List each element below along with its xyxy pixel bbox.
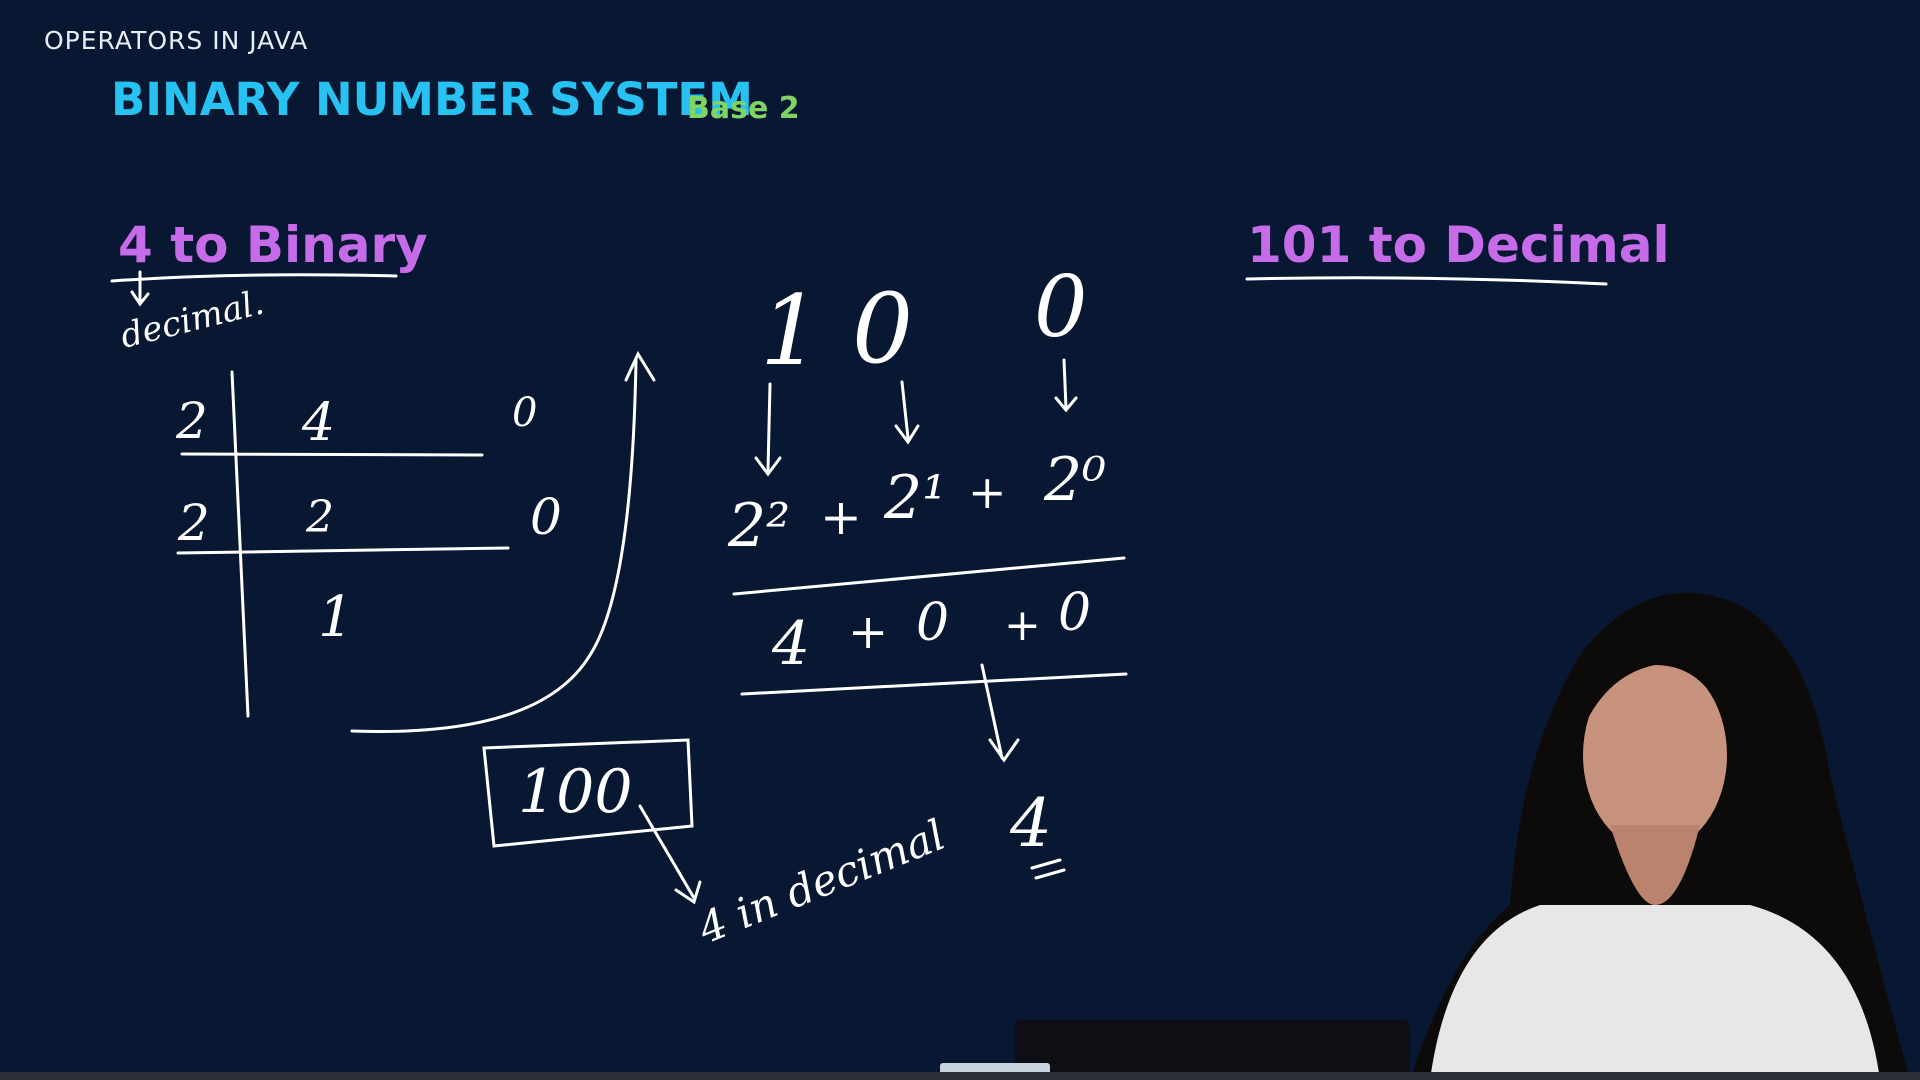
final-arrow bbox=[980, 663, 1020, 763]
right-heading-underline bbox=[1245, 276, 1608, 286]
curved-arrow bbox=[350, 358, 638, 734]
divisor-2: 2 bbox=[177, 494, 210, 552]
result-box-value: 100 bbox=[518, 757, 633, 827]
left-heading-underline bbox=[110, 273, 398, 283]
in-decimal-arrow bbox=[638, 804, 702, 905]
binary-digit-3: 0 bbox=[1034, 258, 1087, 356]
remainder-2: 0 bbox=[530, 488, 562, 546]
course-label: OPERATORS IN JAVA bbox=[44, 26, 309, 55]
power-2: 2² bbox=[727, 491, 790, 561]
power-0: 2⁰ bbox=[1043, 445, 1106, 515]
plus-sign-2: + bbox=[968, 465, 1007, 519]
divisor-1: 2 bbox=[175, 392, 208, 450]
bottom-bar bbox=[0, 1072, 1920, 1080]
in-decimal-note: 4 in decimal bbox=[690, 810, 951, 954]
binary-digit-2: 0 bbox=[852, 273, 913, 385]
result-box bbox=[482, 738, 694, 848]
sum-term-1: 4 bbox=[771, 609, 810, 679]
final-double-underline bbox=[1030, 858, 1066, 880]
sum-term-3: 0 bbox=[916, 593, 949, 653]
sum-term-2: + bbox=[848, 604, 888, 660]
binary-digit-1: 1 bbox=[760, 275, 821, 387]
table-row-line-2 bbox=[176, 546, 510, 555]
base-label: Base 2 bbox=[687, 91, 800, 126]
quotient: 1 bbox=[318, 585, 354, 650]
remainder-1: 0 bbox=[512, 390, 537, 436]
digit-arrow-2 bbox=[894, 380, 920, 445]
sum-term-4: + bbox=[1004, 600, 1041, 651]
table-row-line-1 bbox=[180, 452, 484, 457]
table-vertical-line bbox=[230, 370, 250, 718]
sum-term-5: 0 bbox=[1058, 583, 1091, 643]
dividend-1: 4 bbox=[301, 393, 335, 453]
dividend-2: 2 bbox=[305, 492, 334, 543]
final-value: 4 bbox=[1009, 785, 1052, 862]
sum-line-1 bbox=[732, 556, 1126, 596]
slide-title: BINARY NUMBER SYSTEM bbox=[111, 73, 753, 126]
digit-arrow-1 bbox=[754, 382, 782, 477]
heading-4-to-binary: 4 to Binary bbox=[118, 216, 428, 274]
curved-arrow-head bbox=[624, 350, 656, 382]
laptop bbox=[1015, 1020, 1410, 1080]
digit-arrow-3 bbox=[1054, 358, 1078, 413]
decimal-arrow bbox=[130, 270, 150, 307]
heading-101-to-decimal: 101 to Decimal bbox=[1247, 216, 1670, 274]
plus-sign-1: + bbox=[820, 488, 862, 546]
presenter bbox=[1410, 592, 1910, 1080]
sum-line-2 bbox=[740, 672, 1128, 696]
power-1: 2¹ bbox=[883, 463, 946, 533]
